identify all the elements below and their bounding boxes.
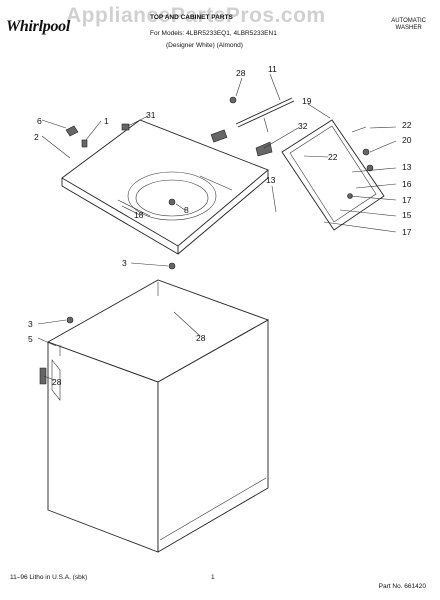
litho-note: 11–96 Litho in U.S.A. (sbk) <box>10 574 88 581</box>
callout-28a: 28 <box>236 68 246 78</box>
callout-1: 1 <box>104 116 109 126</box>
product-line-2: WASHER <box>395 25 422 31</box>
brand-logo: Whirlpool <box>6 18 70 35</box>
leader-lines <box>37 73 397 381</box>
callout-17a: 17 <box>402 195 412 205</box>
callout-15: 15 <box>402 210 412 220</box>
callout-22b: 22 <box>328 152 338 162</box>
callout-18: 18 <box>134 210 144 220</box>
callout-13a: 13 <box>402 162 412 172</box>
page-number: 1 <box>211 574 215 581</box>
cabinet-top <box>61 119 269 255</box>
callout-22a: 22 <box>402 120 412 130</box>
callout-31: 31 <box>146 110 156 120</box>
lid <box>281 119 385 231</box>
callout-28c: 28 <box>52 377 62 387</box>
watermark: AppliancePartsPros.com <box>66 4 326 27</box>
product-type: AUTOMATIC WASHER <box>391 18 426 32</box>
callout-28b: 28 <box>196 333 206 343</box>
diagram-title: TOP AND CABINET PARTS <box>150 14 233 21</box>
colors-line: (Designer White) (Almond) <box>166 42 243 49</box>
callout-17b: 17 <box>402 227 412 237</box>
callout-3a: 3 <box>122 258 127 268</box>
product-line-1: AUTOMATIC <box>391 18 426 24</box>
hinge-rod <box>210 96 295 157</box>
callout-32: 32 <box>298 121 308 131</box>
callout-8: 8 <box>184 205 189 215</box>
callout-16: 16 <box>402 179 412 189</box>
cabinet-body <box>46 279 270 553</box>
models-line: For Models: 4LBR5233EQ1, 4LBR5233EN1 <box>150 30 277 37</box>
callout-19: 19 <box>302 96 312 106</box>
callout-3b: 3 <box>28 319 33 329</box>
callouts: 6 1 2 31 28 11 19 32 22 20 22 13 13 16 1… <box>28 64 412 387</box>
part-number: Part No. 661420 <box>378 583 426 590</box>
callout-13b: 13 <box>266 175 276 185</box>
callout-11: 11 <box>268 64 277 74</box>
callout-6: 6 <box>37 116 42 126</box>
callout-5: 5 <box>28 334 33 344</box>
callout-20: 20 <box>402 135 412 145</box>
callout-2: 2 <box>34 132 39 142</box>
